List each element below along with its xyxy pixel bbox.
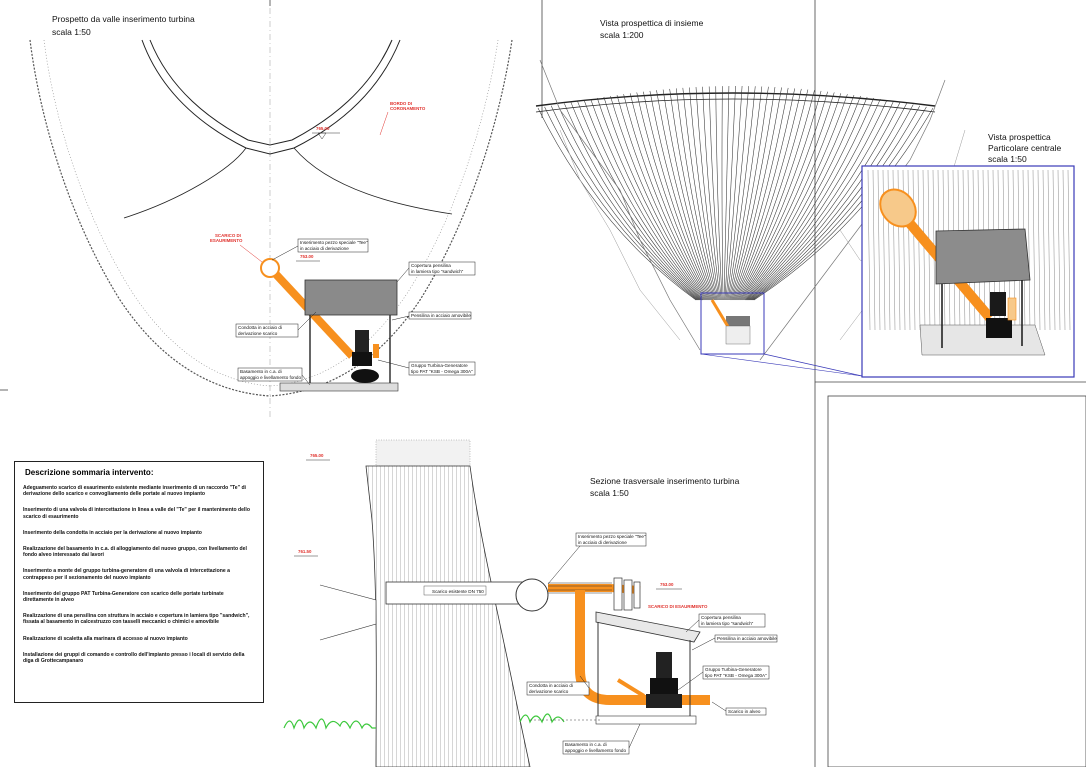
description-item: Realizzazione di scaletta alla marinara … [23,635,188,642]
description-item: Adeguamento scarico di esaurimento esist… [23,485,246,498]
svg-text:Pensilina in acciaio amovibile: Pensilina in acciaio amovibile [411,313,471,318]
valley-rock-right [269,39,513,397]
svg-text:ESAURIMENTO: ESAURIMENTO [210,238,243,243]
svg-text:tipo PAT "KSB - Omega 300A": tipo PAT "KSB - Omega 300A" [705,673,767,678]
detail-pipe-end [879,188,917,228]
description-panel: Descrizione sommaria intervento: Adeguam… [14,461,264,703]
svg-text:Gruppo Turbina-Generatore: Gruppo Turbina-Generatore [705,667,762,672]
dam-crest-outline [149,39,393,146]
grass-right [519,713,565,724]
svg-text:Copertura pensilina: Copertura pensilina [411,263,451,268]
front-tee-fitting [260,258,280,278]
svg-text:753.00: 753.00 [300,254,314,259]
section-view-title: Sezione trasversale inserimento turbina [590,476,740,486]
section-turbine-generator [616,652,682,708]
crown-level-mark: BORDO DI CORONAMENTO 765.00 [312,101,426,140]
description-item: Inserimento a monte del gruppo turbina-g… [23,568,230,581]
description-item: Inserimento della condotta in acciaio pe… [23,529,202,536]
section-base-slab [595,715,697,725]
overall-view-title: Vista prospettica di insieme [600,18,704,28]
detail-canopy-roof [935,228,1031,285]
svg-text:Inserimento pezzo speciale "Te: Inserimento pezzo speciale "Tee" [300,240,368,245]
front-view: Prospetto da valle inserimento turbina s… [29,8,513,420]
section-view: Sezione trasversale inserimento turbina … [283,439,778,767]
svg-text:BORDO DI: BORDO DI [390,101,412,106]
description-item: Realizzazione di una pensilina con strut… [23,613,250,626]
svg-text:753.00: 753.00 [660,582,674,587]
section-callouts [526,532,778,755]
detail-inset [861,165,1075,378]
svg-text:Basamento in c.a. di: Basamento in c.a. di [565,742,607,747]
svg-text:in acciaio di derivazione: in acciaio di derivazione [300,246,349,251]
svg-text:Scarico in alveo: Scarico in alveo [728,709,761,714]
svg-text:Scarico esistente DN 750: Scarico esistente DN 750 [432,589,484,594]
front-view-scale: scala 1:50 [52,27,91,37]
detail-locator-frame [700,292,765,355]
description-item: Realizzazione del basamento in c.a. di a… [23,546,247,559]
svg-text:tipo PAT "KSB - Omega 300A": tipo PAT "KSB - Omega 300A" [411,369,473,374]
detail-view-title: Vista prospettica [988,132,1051,142]
dam-face-lines [537,85,934,301]
svg-text:SCARICO DI ESAURIMENTO: SCARICO DI ESAURIMENTO [648,604,708,609]
svg-text:in lamiera tipo "sandwich": in lamiera tipo "sandwich" [411,269,464,274]
front-base-slab [279,382,399,392]
section-level-marks: 765.00 761.50 753.00 SCARICO DI ESAURIME… [294,453,708,609]
svg-text:765.00: 765.00 [316,126,330,131]
svg-text:derivazione scarico: derivazione scarico [238,331,278,336]
front-turbine-generator [351,330,379,383]
front-callouts [235,238,476,386]
valley-rock-left [29,39,271,397]
svg-text:765.00: 765.00 [310,453,324,458]
svg-text:Gruppo Turbina-Generatore: Gruppo Turbina-Generatore [411,363,468,368]
svg-text:appoggio e livellamento fondo: appoggio e livellamento fondo [240,375,301,380]
front-view-title: Prospetto da valle inserimento turbina [52,14,195,24]
svg-text:761.50: 761.50 [298,549,312,554]
description-item: Inserimento di una valvola di intercetta… [23,507,250,520]
svg-text:appoggio e livellamento fondo: appoggio e livellamento fondo [565,748,626,753]
discharge-label: SCARICO DI [215,233,241,238]
front-canopy-roof [304,279,398,316]
svg-text:Inserimento pezzo speciale "Te: Inserimento pezzo speciale "Tee" [578,534,646,539]
svg-text:in lamiera tipo "sandwich": in lamiera tipo "sandwich" [701,621,754,626]
svg-text:Copertura pensilina: Copertura pensilina [701,615,741,620]
detail-view-scale: scala 1:50 [988,154,1027,164]
svg-text:Condotta in acciaio di: Condotta in acciaio di [529,683,573,688]
overall-perspective: Vista prospettica di insieme scala 1:200… [535,18,1062,377]
svg-text:CORONAMENTO: CORONAMENTO [390,106,426,111]
svg-text:Pensilina in acciaio amovibile: Pensilina in acciaio amovibile [717,636,777,641]
section-tee-fitting [515,578,549,612]
svg-text:in acciaio di derivazione: in acciaio di derivazione [578,540,627,545]
dam-section-body [365,465,531,767]
section-canopy-roof [595,611,701,643]
svg-text:Condotta in acciaio di: Condotta in acciaio di [238,325,282,330]
detail-view-subtitle: Particolare centrale [988,143,1062,153]
grass-left [283,718,376,730]
overall-view-scale: scala 1:200 [600,30,644,40]
description-item: Inserimento del gruppo PAT Turbina-Gener… [23,590,224,604]
description-heading: Descrizione sommaria intervento: [25,468,154,477]
shutoff-valve [613,577,641,611]
section-view-scale: scala 1:50 [590,488,629,498]
description-item: Installazione dei gruppi di comando e co… [23,651,245,665]
svg-text:derivazione scarico: derivazione scarico [529,689,569,694]
svg-text:Basamento in c.a. di: Basamento in c.a. di [240,369,282,374]
detail-turbine [990,292,1006,316]
